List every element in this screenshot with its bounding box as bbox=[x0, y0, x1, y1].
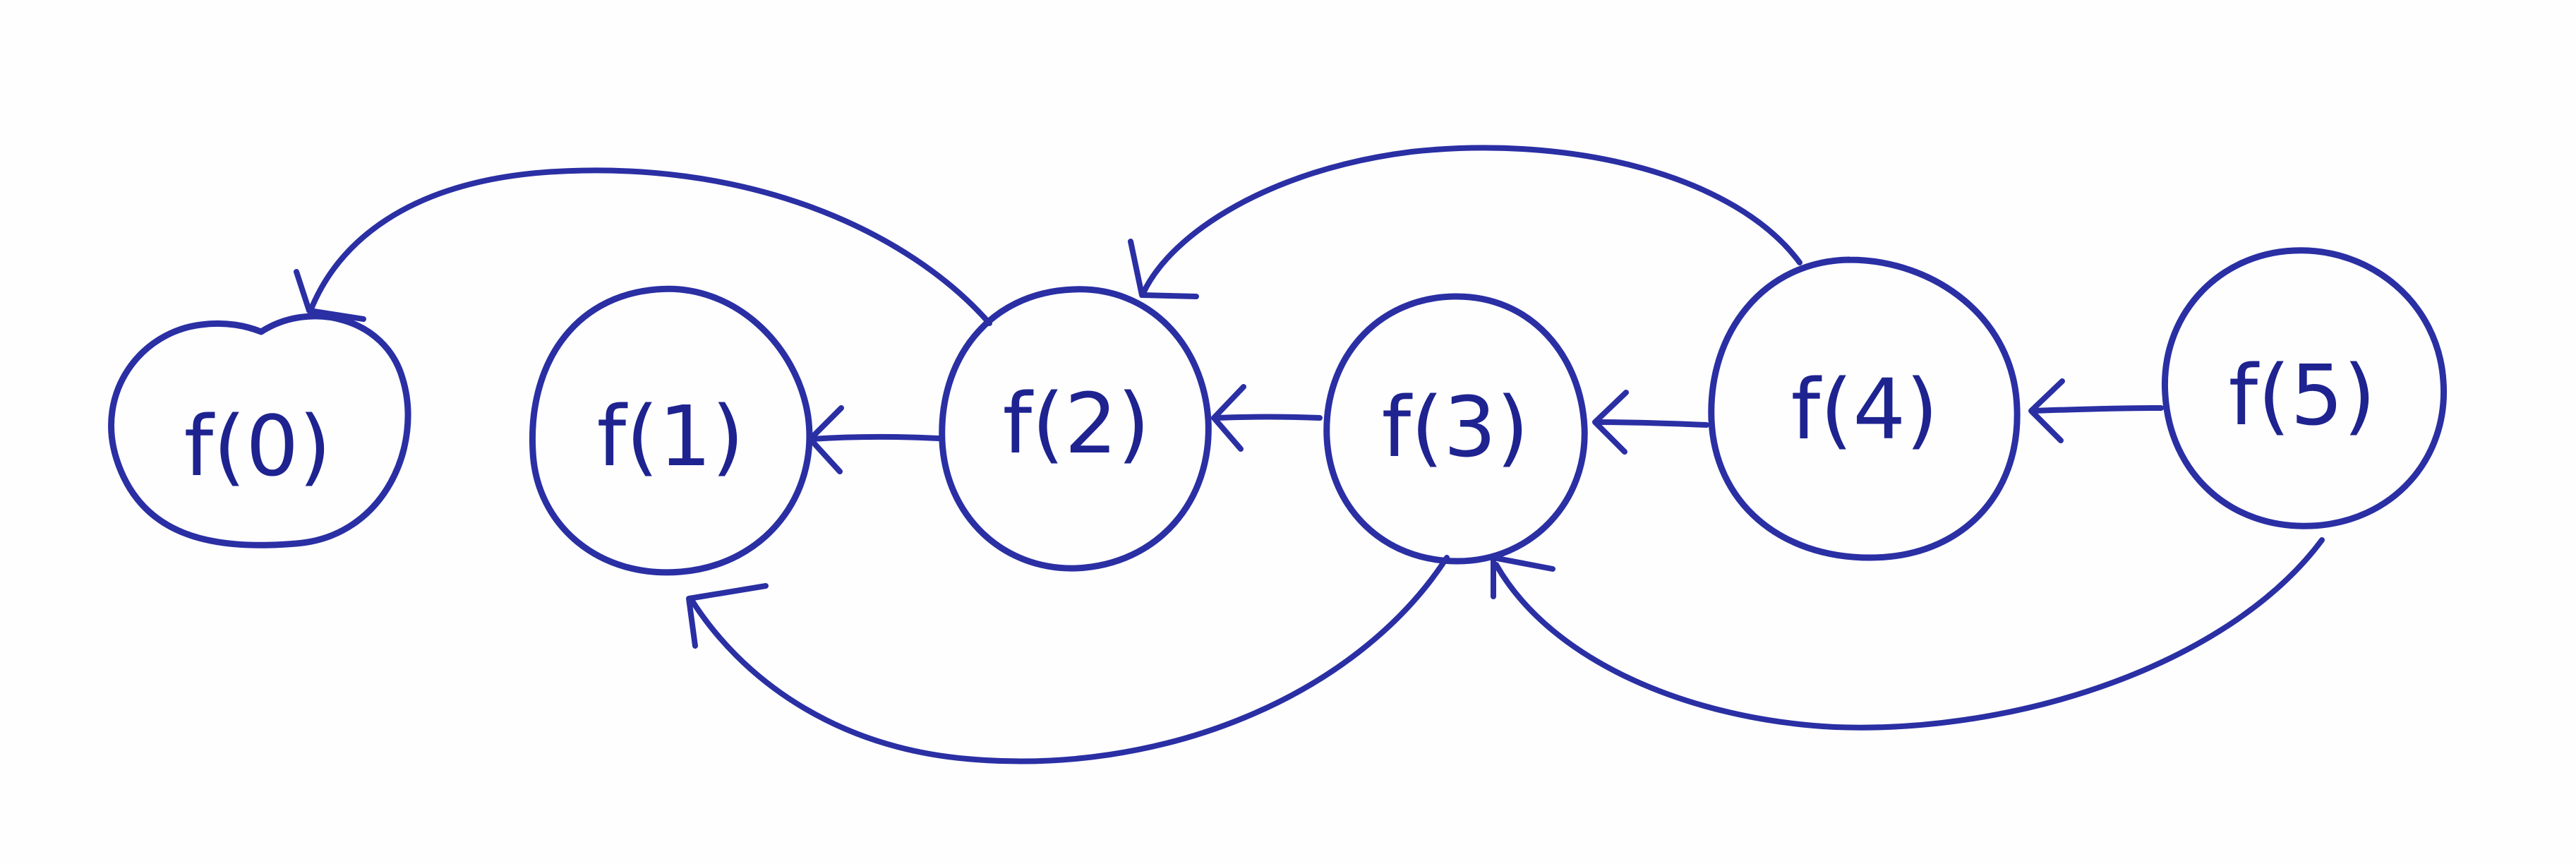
edge-f5-to-f4 bbox=[2028, 378, 2164, 443]
edge-f3-to-f1 bbox=[686, 555, 1450, 764]
node-f2: f(2) bbox=[939, 286, 1212, 572]
node-f4: f(4) bbox=[1708, 256, 2021, 561]
node-f3: f(3) bbox=[1323, 293, 1588, 565]
node-f1: f(1) bbox=[529, 285, 813, 576]
node-label-f2: f(2) bbox=[1003, 375, 1150, 472]
edge-f2-to-f1 bbox=[807, 405, 941, 474]
node-label-f3: f(3) bbox=[1382, 378, 1529, 476]
edge-f4-to-f2 bbox=[1128, 145, 1802, 299]
node-label-f5: f(5) bbox=[2229, 347, 2376, 444]
edge-f2-to-f0 bbox=[294, 167, 992, 326]
edge-f4-to-f3 bbox=[1592, 390, 1709, 455]
node-f5: f(5) bbox=[2161, 247, 2448, 529]
node-f0: f(0) bbox=[108, 313, 411, 548]
node-label-f0: f(0) bbox=[184, 397, 332, 495]
edge-f3-to-f2 bbox=[1211, 384, 1323, 452]
node-label-f1: f(1) bbox=[597, 388, 745, 485]
node-label-f4: f(4) bbox=[1791, 361, 1939, 458]
edge-f5-to-f3 bbox=[1491, 537, 2325, 731]
